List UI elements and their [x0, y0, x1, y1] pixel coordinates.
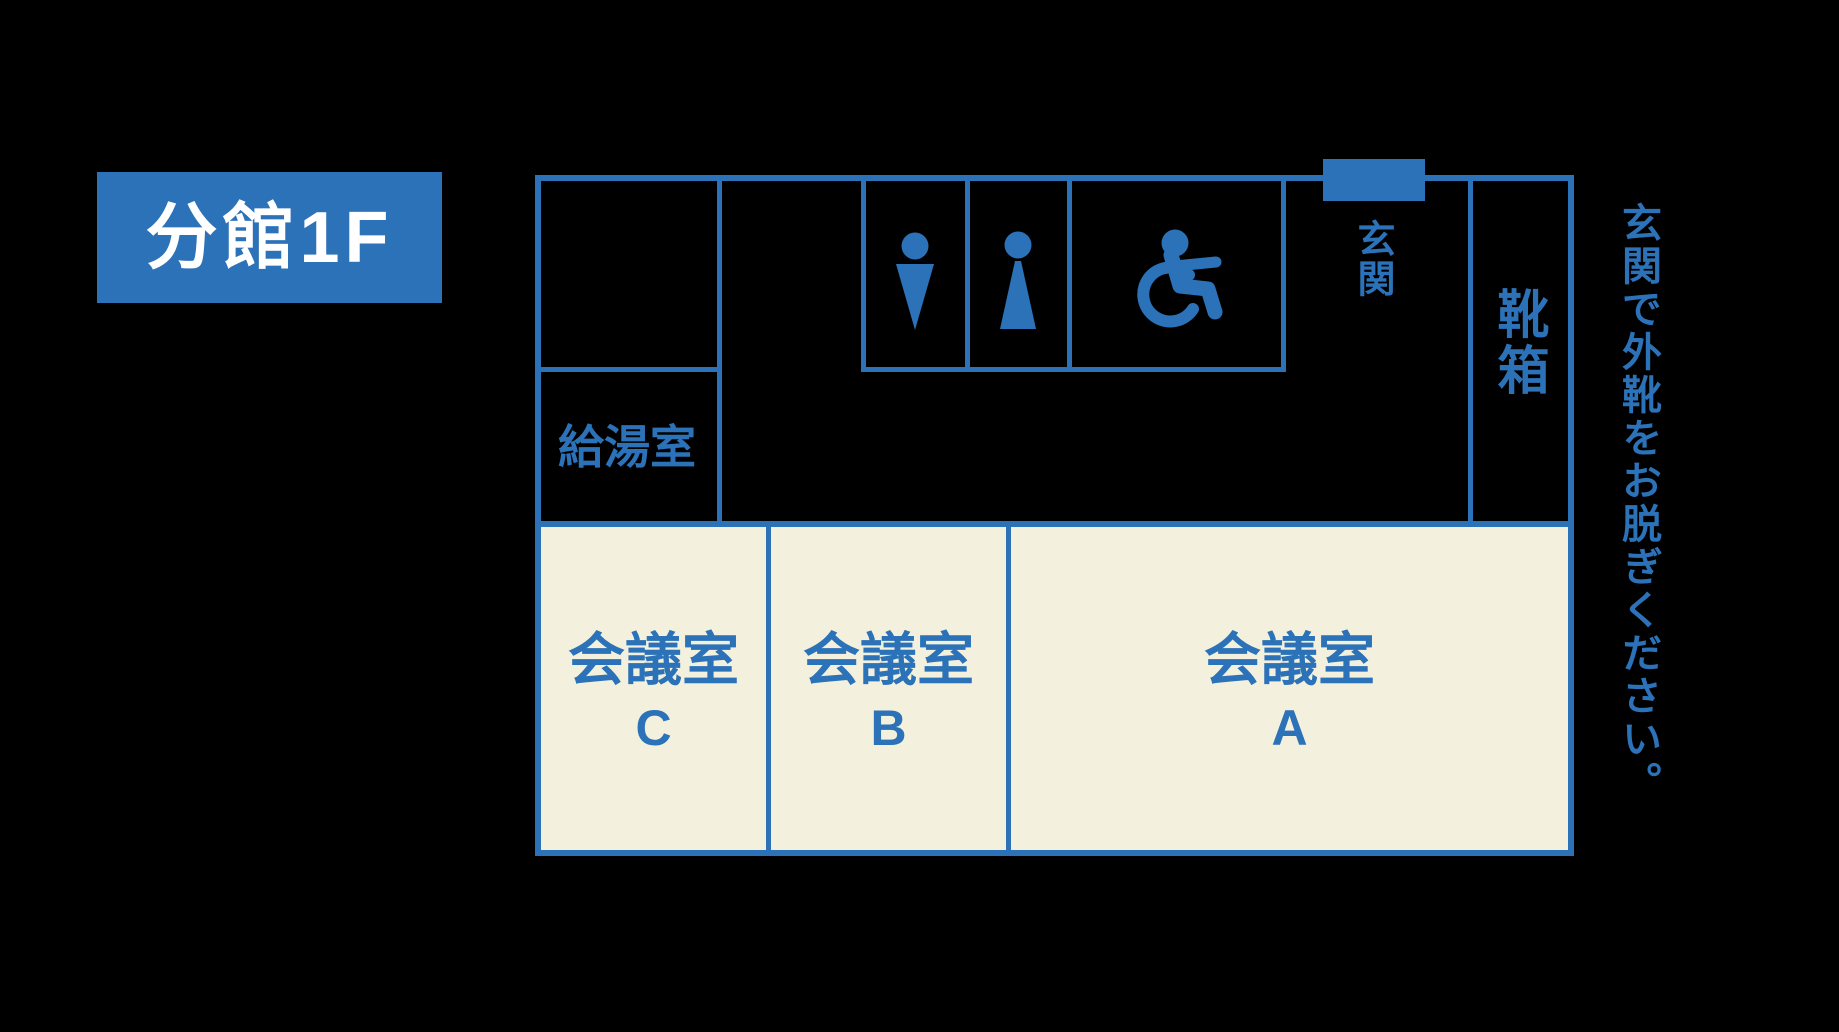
meeting-room-b-name: 会議室	[803, 628, 974, 692]
wall-stall-left	[861, 175, 866, 372]
wall-stall-bottom	[861, 367, 1286, 372]
wall-room-divider-cb	[766, 521, 771, 852]
wall-kitchen-top	[535, 367, 722, 372]
wall-stall-divider-2	[1067, 175, 1072, 372]
kitchen-room-label: 給湯室	[558, 421, 696, 473]
wall-bottom	[535, 850, 1574, 856]
floor-title: 分館1F	[145, 197, 394, 278]
meeting-room-c-label: 会議室 C	[541, 628, 766, 756]
wall-stall-right	[1281, 175, 1286, 372]
entrance-label: 玄関	[1351, 219, 1393, 299]
meeting-room-c-letter: C	[635, 700, 672, 756]
meeting-room-b-label: 会議室 B	[771, 628, 1006, 756]
entrance-door-marker	[1323, 159, 1425, 201]
wall-corridor-bottom	[535, 521, 1574, 527]
meeting-room-a-name: 会議室	[1204, 628, 1375, 692]
wall-left	[535, 175, 541, 856]
meeting-room-a-letter: A	[1271, 700, 1308, 756]
wall-top	[535, 175, 1574, 181]
shoes-off-note: 玄関で外靴をお脱ぎください。	[1616, 202, 1660, 804]
meeting-room-b-letter: B	[870, 700, 907, 756]
male-restroom-icon	[896, 232, 934, 330]
wall-right	[1568, 175, 1574, 856]
wall-shoebox-left	[1468, 175, 1473, 527]
wall-stall-divider-1	[965, 175, 970, 372]
wall-kitchen-right	[717, 175, 722, 527]
wall-room-divider-ba	[1006, 521, 1011, 852]
meeting-room-a-label: 会議室 A	[1011, 628, 1568, 756]
meeting-room-c-name: 会議室	[568, 628, 739, 692]
meeting-room-block	[541, 527, 1568, 850]
shoebox-label: 靴箱	[1489, 287, 1547, 399]
female-restroom-icon	[1000, 231, 1036, 329]
wheelchair-accessible-icon	[1137, 229, 1223, 328]
floor-title-badge: 分館1F	[97, 172, 442, 303]
